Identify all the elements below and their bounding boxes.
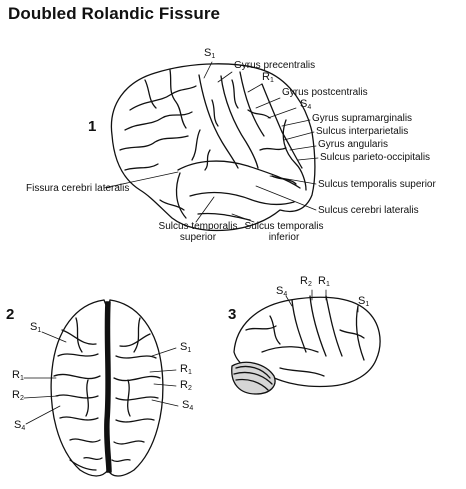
label-s1: S1	[204, 47, 216, 61]
top-left-label-s4: S4	[14, 419, 26, 433]
cerebellum-drawing	[231, 361, 276, 395]
label-sulcus-temporalis-superior-right: Sulcus temporalis superior	[318, 179, 436, 190]
small-label-s1: S1	[358, 295, 370, 309]
label-r1: R1	[262, 71, 274, 85]
panel2-leader-lines	[23, 331, 179, 425]
panel-number-2: 2	[6, 306, 15, 323]
top-right-label-r2: R2	[180, 379, 192, 393]
top-left-label-s1: S1	[30, 321, 42, 335]
longitudinal-fissure	[104, 301, 112, 473]
label-sulcus-temporalis-superior-bottom: Sulcus temporalis superior	[158, 221, 238, 243]
lateral-brain-drawing	[110, 63, 316, 232]
top-left-label-r2: R2	[12, 389, 24, 403]
small-label-s4: S4	[276, 285, 288, 299]
label-sulcus-interparietalis: Sulcus interparietalis	[316, 126, 409, 137]
top-right-label-s4: S4	[182, 399, 194, 413]
top-left-label-r1: R1	[12, 369, 24, 383]
panel-number-3: 3	[228, 306, 237, 323]
label-gyrus-postcentralis: Gyrus postcentralis	[282, 87, 368, 98]
top-right-label-s1: S1	[180, 341, 192, 355]
top-right-label-r1: R1	[180, 363, 192, 377]
label-gyrus-precentralis: Gyrus precentralis	[234, 60, 316, 71]
top-brain-drawing	[50, 299, 164, 477]
panel3-leader-lines	[285, 289, 359, 313]
label-gyrus-angularis: Gyrus angularis	[318, 139, 389, 150]
figure-title: Doubled Rolandic Fissure	[8, 4, 221, 23]
panel-number-1: 1	[88, 118, 97, 135]
label-sulcus-cerebri-lateralis: Sulcus cerebri lateralis	[318, 205, 419, 216]
label-gyrus-supramarginalis: Gyrus supramarginalis	[312, 113, 413, 124]
panel1-leader-lines	[103, 61, 319, 223]
small-label-r2: R2	[300, 275, 312, 289]
label-sulcus-temporalis-inferior: Sulcus temporalis inferior	[244, 221, 324, 243]
label-fissura-cerebri-lateralis: Fissura cerebri lateralis	[26, 183, 130, 194]
small-label-r1: R1	[318, 275, 330, 289]
label-s4: S4	[300, 98, 312, 112]
label-sulcus-parieto-occipitalis: Sulcus parieto-occipitalis	[320, 152, 431, 163]
